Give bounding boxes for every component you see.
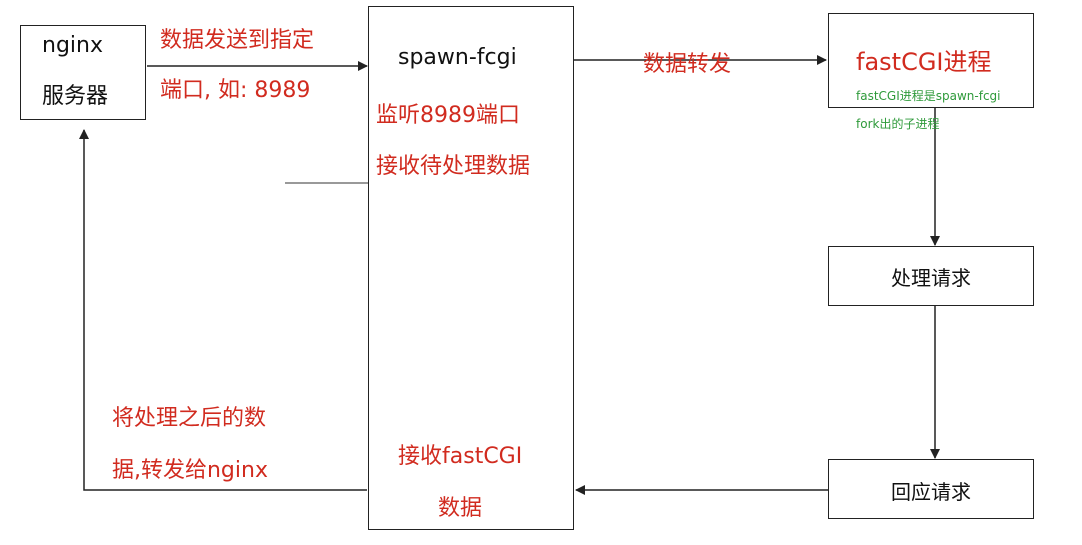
nginx-server-label: 服务器 [42,84,109,109]
spawn-note-listen: 监听8989端口 [376,103,520,128]
edge-label-return-line1: 将处理之后的数 [112,406,267,431]
edge-label-forward: 数据转发 [643,52,732,77]
spawn-receive-fastcgi-line2: 数据 [438,496,483,521]
fastcgi-process-box [828,13,1034,108]
spawn-fcgi-title: spawn-fcgi [398,45,517,70]
respond-request-label: 回应请求 [891,480,971,504]
fastcgi-title: fastCGI进程 [856,48,992,76]
fastcgi-note-line1: fastCGI进程是spawn-fcgi [856,89,1001,103]
respond-request-box [828,459,1034,519]
fastcgi-note-line2: fork出的子进程 [856,117,940,131]
nginx-server-box [20,25,146,120]
edge-label-send-line2: 端口, 如: 8989 [160,78,311,103]
edge-label-return-line2: 据,转发给nginx [112,458,268,483]
spawn-fcgi-box [368,6,574,530]
process-request-box [828,246,1034,306]
nginx-label: nginx [42,33,103,58]
arrow-spawn-to-nginx [79,129,367,491]
process-request-label: 处理请求 [891,266,971,290]
spawn-note-receive: 接收待处理数据 [376,154,531,179]
spawn-receive-fastcgi-line1: 接收fastCGI [398,444,523,469]
edge-label-send-line1: 数据发送到指定 [160,28,315,53]
